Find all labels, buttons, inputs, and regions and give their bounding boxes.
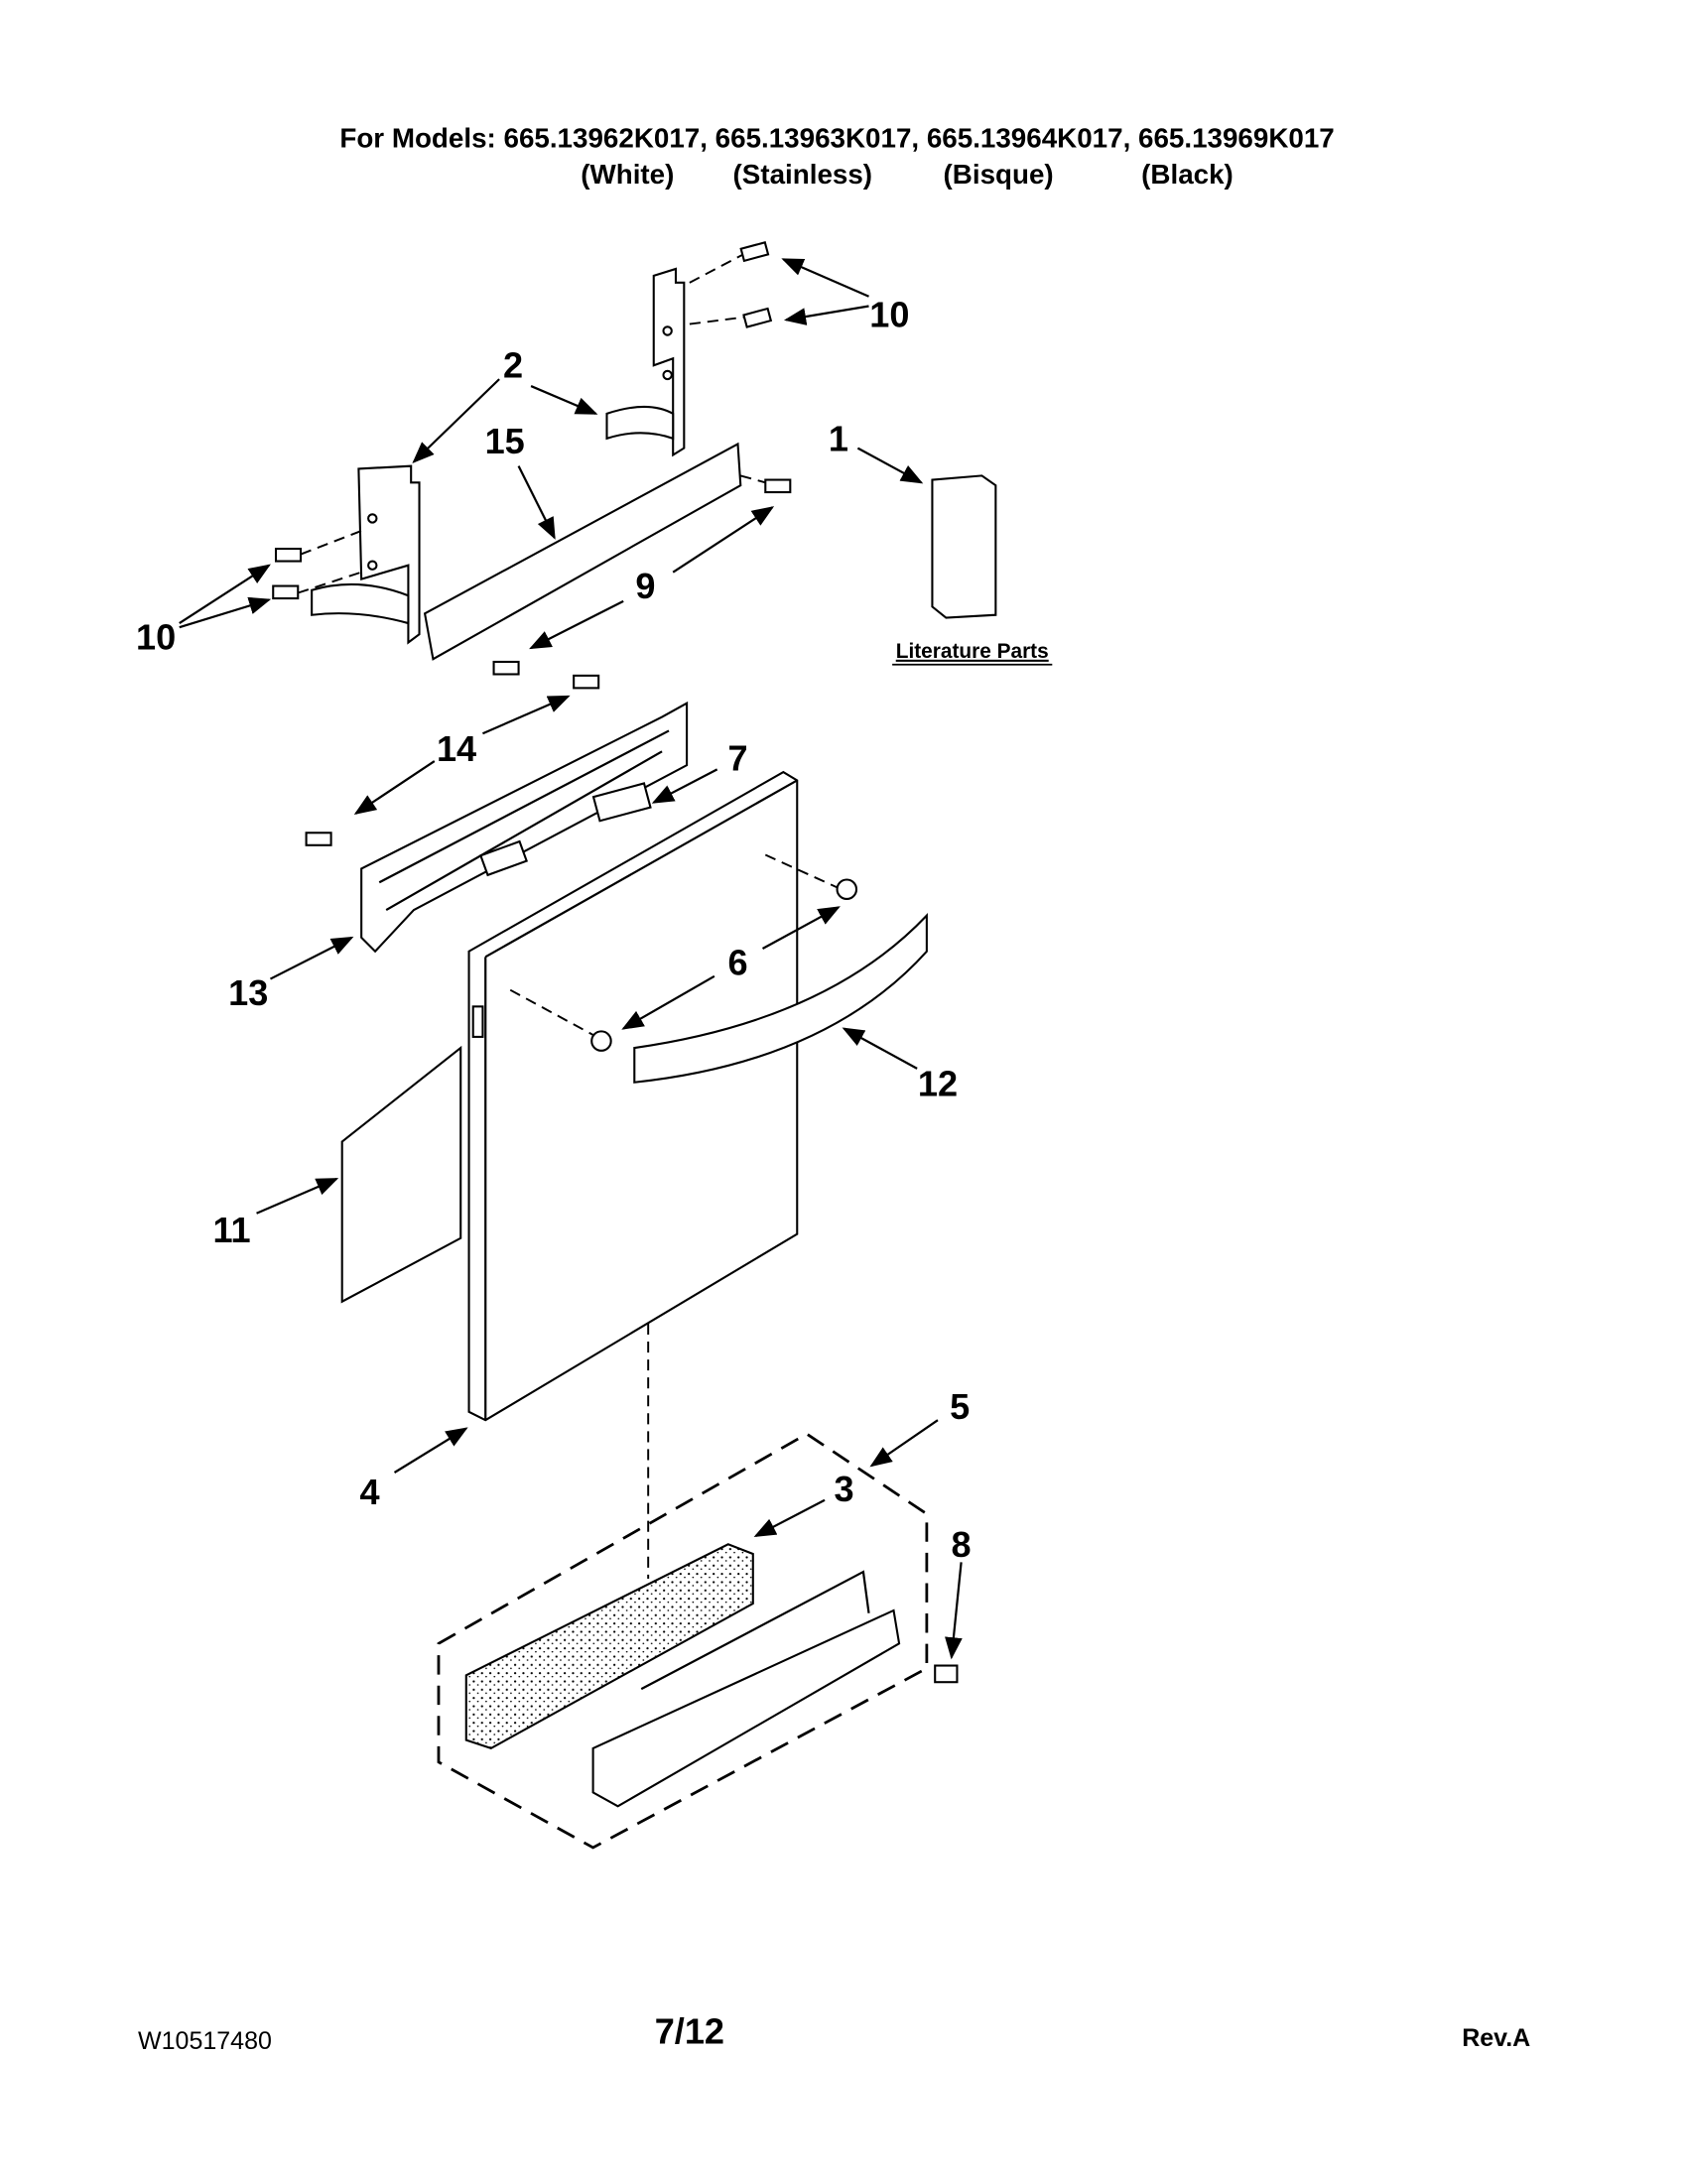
- callout-6: 6: [727, 942, 747, 982]
- callout-13: 13: [228, 972, 268, 1013]
- callout-5: 5: [950, 1386, 970, 1427]
- callout-9: 9: [635, 566, 655, 606]
- document-number: W10517480: [138, 2027, 272, 2055]
- callout-8: 8: [952, 1524, 972, 1565]
- vent-part-7: [591, 782, 652, 823]
- callout-11: 11: [212, 1210, 250, 1250]
- latch-assembly-13: [360, 701, 689, 954]
- door-panel-4: [467, 770, 799, 1422]
- bracket-right: [605, 267, 686, 457]
- rail-part-15: [423, 442, 742, 661]
- color-bisque: (Bisque): [944, 159, 1054, 190]
- callout-7: 7: [727, 738, 747, 779]
- toe-kick-panel: [591, 1608, 901, 1808]
- callout-12: 12: [918, 1064, 958, 1104]
- color-white: (White): [581, 159, 674, 190]
- handle-part-12: [633, 913, 928, 1084]
- callout-arrows: [179, 258, 963, 1660]
- literature-parts-label: Literature Parts: [896, 640, 1049, 663]
- callout-10-top: 10: [869, 294, 909, 334]
- color-black: (Black): [1141, 159, 1234, 190]
- callout-10-left: 10: [136, 616, 176, 657]
- revision: Rev.A: [1462, 2024, 1530, 2052]
- foam-part-3: [464, 1543, 754, 1750]
- color-stainless: (Stainless): [733, 159, 873, 190]
- literature-part-1: [931, 474, 997, 619]
- models-title: For Models: 665.13962K017, 665.13963K017…: [339, 123, 1334, 154]
- kit-boundary-5: [437, 1432, 929, 1850]
- callout-1: 1: [829, 418, 848, 458]
- bracket-left: [311, 464, 421, 645]
- callout-15: 15: [485, 421, 525, 461]
- callout-14: 14: [437, 728, 476, 769]
- page-number: 7/12: [655, 2010, 724, 2051]
- screw-part-8: [934, 1664, 959, 1684]
- callout-4: 4: [359, 1472, 379, 1512]
- insulation-part-11: [340, 1045, 462, 1304]
- screws: [272, 241, 792, 846]
- callout-2: 2: [503, 345, 523, 386]
- callout-3: 3: [834, 1469, 853, 1509]
